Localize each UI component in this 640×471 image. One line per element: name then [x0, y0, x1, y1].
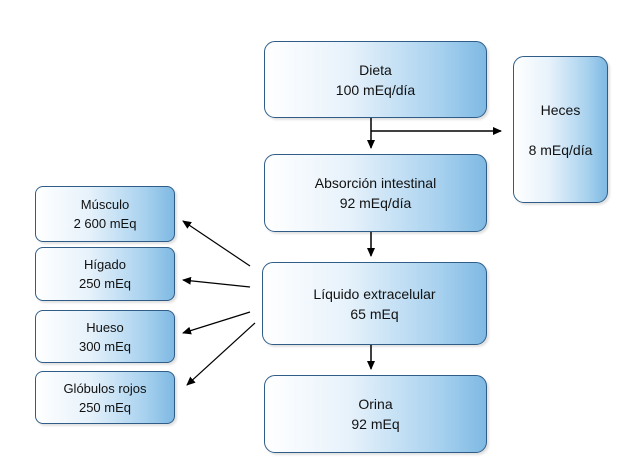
node-heces-value: 8 mEq/día [528, 141, 593, 158]
node-hueso: Hueso 300 mEq [35, 310, 175, 363]
node-heces-title: Heces [540, 101, 581, 118]
node-hueso-title: Hueso [86, 319, 124, 335]
node-dieta: Dieta 100 mEq/día [264, 41, 487, 118]
node-absorcion-value: 92 mEq/día [339, 195, 412, 211]
arrow-to-higado [182, 276, 251, 288]
node-heces: Heces 8 mEq/día [513, 56, 608, 203]
node-absorcion-intestinal: Absorción intestinal 92 mEq/día [264, 154, 487, 232]
node-globulos-value: 250 mEq [78, 399, 132, 415]
node-musculo-value: 2 600 mEq [73, 216, 137, 231]
node-dieta-value: 100 mEq/día [335, 81, 416, 98]
node-liquido-extracelular: Líquido extracelular 65 mEq [262, 262, 487, 345]
arrow-to-globulos [186, 322, 256, 386]
arrow-to-musculo [182, 220, 251, 267]
node-liquido-value: 65 mEq [350, 305, 399, 322]
node-hueso-value: 300 mEq [78, 338, 132, 354]
node-higado-value: 250 mEq [78, 276, 132, 291]
node-orina: Orina 92 mEq [264, 375, 487, 453]
node-musculo-title: Músculo [80, 197, 130, 212]
node-globulos-title: Glóbulos rojos [63, 380, 147, 396]
node-dieta-title: Dieta [359, 61, 392, 78]
node-orina-value: 92 mEq [351, 416, 400, 432]
node-musculo: Músculo 2 600 mEq [35, 186, 175, 242]
node-higado: Hígado 250 mEq [35, 247, 175, 301]
node-absorcion-title: Absorción intestinal [314, 175, 437, 191]
node-orina-title: Orina [358, 396, 393, 412]
node-liquido-title: Líquido extracelular [313, 285, 436, 302]
node-globulos-rojos: Glóbulos rojos 250 mEq [35, 371, 175, 424]
node-higado-title: Hígado [84, 257, 126, 272]
arrow-to-hueso [182, 311, 251, 335]
